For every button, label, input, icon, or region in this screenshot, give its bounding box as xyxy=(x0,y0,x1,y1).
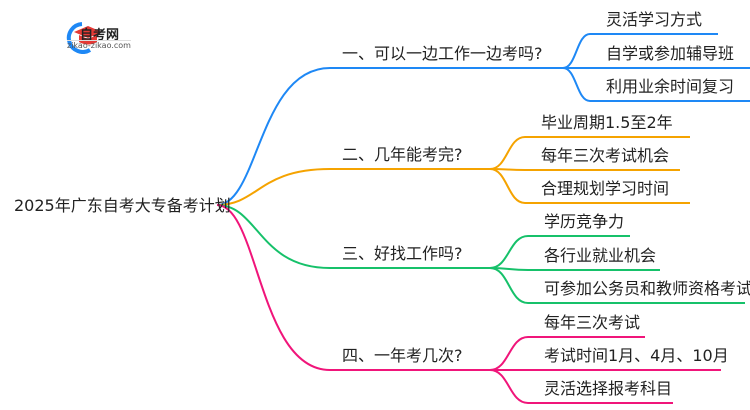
leaf-connector xyxy=(489,235,630,269)
logo-title: 自考网 xyxy=(80,28,120,43)
leaf-connector xyxy=(489,336,645,371)
branch-node: 一、可以一边工作一边考吗? xyxy=(342,44,543,63)
branch-node: 三、好找工作吗? xyxy=(342,244,463,263)
leaf-node: 灵活选择报考科目 xyxy=(544,379,673,398)
leaf-connector xyxy=(489,168,690,204)
leaf-connector xyxy=(562,67,750,102)
leaf-node: 自学或参加辅导班 xyxy=(606,44,735,63)
leaf-node: 学历竞争力 xyxy=(544,212,625,231)
branch-connector xyxy=(216,67,563,206)
branch-connector xyxy=(216,204,490,269)
leaf-connector xyxy=(489,136,690,170)
leaf-node: 每年三次考试机会 xyxy=(541,146,670,165)
branch-node: 四、一年考几次? xyxy=(342,346,463,365)
leaf-node: 每年三次考试 xyxy=(544,313,641,332)
logo-url: zikao-zikao.com xyxy=(67,40,131,50)
graduation-cap-icon xyxy=(66,22,102,54)
leaf-node: 各行业就业机会 xyxy=(544,246,657,265)
root-node: 2025年广东自考大专备考计划 xyxy=(14,196,231,215)
leaf-node: 利用业余时间复习 xyxy=(606,77,735,96)
leaf-connector xyxy=(489,267,660,271)
leaf-node: 灵活学习方式 xyxy=(606,10,703,29)
leaf-connector xyxy=(489,168,680,171)
branch-node: 二、几年能考完? xyxy=(342,145,463,164)
branch-connector xyxy=(216,204,490,371)
leaf-node: 可参加公务员和教师资格考试 xyxy=(544,279,750,298)
leaf-node: 毕业周期1.5至2年 xyxy=(541,113,673,132)
leaf-node: 合理规划学习时间 xyxy=(541,179,670,198)
leaf-connector xyxy=(489,267,745,304)
branch-connector xyxy=(216,168,490,206)
leaf-connector xyxy=(489,369,673,404)
leaf-node: 考试时间1月、4月、10月 xyxy=(544,346,729,365)
leaf-connector xyxy=(562,33,718,69)
